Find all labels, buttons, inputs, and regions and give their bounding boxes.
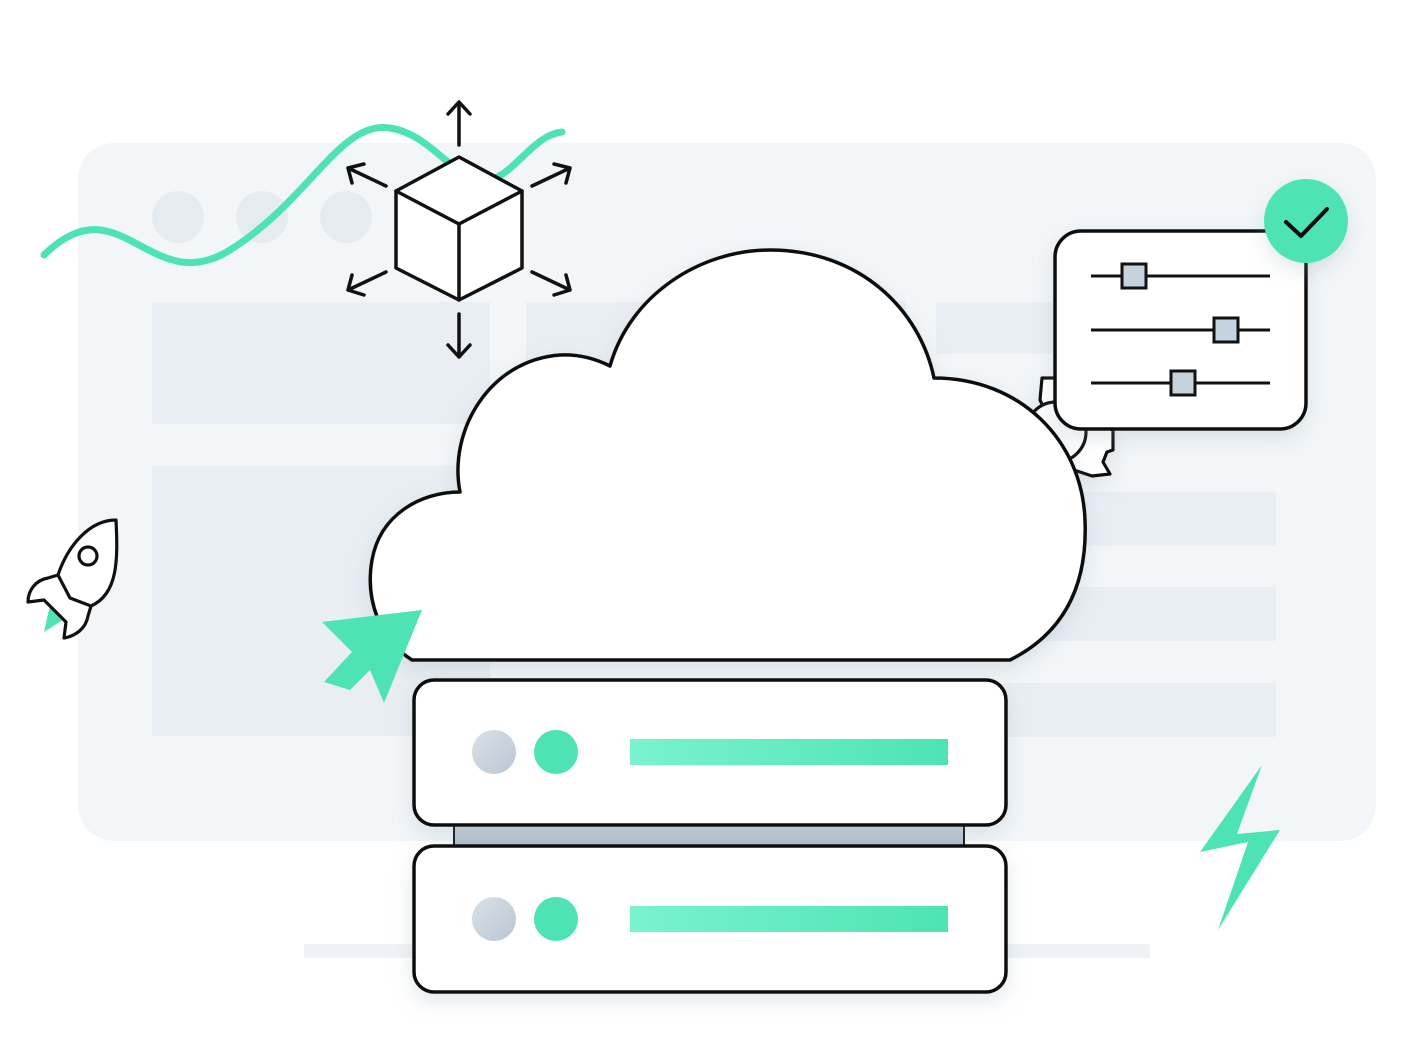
server-1-bar xyxy=(630,739,948,765)
slider-knob-2 xyxy=(1212,316,1240,344)
server-1-led-green xyxy=(534,730,578,774)
server-2-led-gray xyxy=(472,897,516,941)
cursor-icon xyxy=(322,610,422,703)
server-2-led-green xyxy=(534,897,578,941)
cube-icon xyxy=(346,100,572,359)
server-1-led-gray xyxy=(472,730,516,774)
server-connector xyxy=(453,823,965,849)
lightning-icon xyxy=(1200,765,1280,930)
slider-knob-3 xyxy=(1169,369,1197,397)
server-2-bar xyxy=(630,906,948,932)
sliders-icon xyxy=(1091,262,1270,397)
server-icon xyxy=(412,678,1008,994)
slider-knob-1 xyxy=(1120,262,1148,290)
cloud-icon xyxy=(368,248,1087,662)
check-icon xyxy=(1264,179,1348,263)
rocket-icon xyxy=(26,518,119,640)
